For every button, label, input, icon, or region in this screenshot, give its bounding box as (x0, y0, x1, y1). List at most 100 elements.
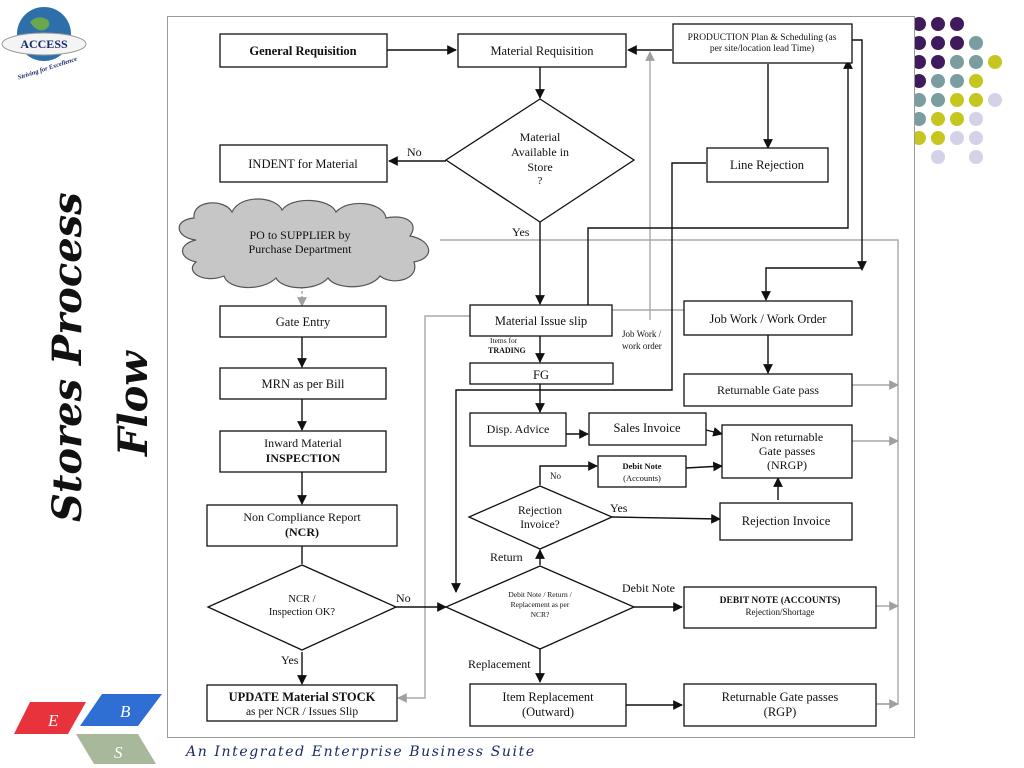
decorative-dot (969, 36, 983, 50)
debit-note-accounts-box (597, 455, 687, 488)
general-requisition-text: General Requisition (249, 44, 356, 58)
footer-tagline: An Integrated Enterprise Business Suite (186, 744, 536, 760)
decorative-dot (969, 55, 983, 69)
decorative-dot (912, 17, 926, 31)
decorative-dot (931, 74, 945, 88)
material-available-line-3: Store (527, 160, 552, 174)
label-job-work-1: Job Work / (622, 329, 662, 339)
nrgp-text-line-1: Non returnable (751, 430, 823, 444)
label-no-ncr: No (396, 591, 411, 605)
logo-name: ACCESS (20, 37, 68, 51)
decorative-dot (931, 36, 945, 50)
label-items-for: Items for (490, 336, 518, 345)
rejection-invoice-box (719, 502, 853, 541)
ebs-b-letter: B (120, 702, 131, 721)
returnable-gate-pass-text: Returnable Gate pass (717, 383, 819, 397)
label-replacement: Replacement (468, 657, 531, 671)
fg-text: FG (533, 368, 549, 382)
decorative-dot (950, 55, 964, 69)
update-stock-line-1: UPDATE Material STOCK (229, 690, 376, 704)
decorative-dot (931, 131, 945, 145)
ncr-inspection-decision (206, 564, 398, 651)
label-yes-ncr: Yes (281, 653, 299, 667)
decorative-dot (931, 17, 945, 31)
debit-note-accounts-big-box (683, 586, 877, 629)
decorative-dot (912, 131, 926, 145)
line-rejection-box (706, 147, 829, 183)
ncr-ok-line-2: Inspection OK? (269, 607, 336, 618)
mrn-text: MRN as per Bill (262, 377, 346, 391)
label-no-debit: No (550, 471, 561, 481)
material-issue-slip-text: Material Issue slip (495, 314, 587, 328)
nrgp-box (721, 424, 853, 479)
ncr-ok-line-1: NCR / (288, 594, 315, 605)
decorative-dot (950, 17, 964, 31)
decorative-dot (912, 112, 926, 126)
decorative-dot (931, 93, 945, 107)
decorative-dot (931, 112, 945, 126)
decorative-dot (969, 150, 983, 164)
gate-entry-text: Gate Entry (276, 315, 331, 329)
decorative-dot (969, 112, 983, 126)
cloud-text-line-2: Purchase Department (249, 242, 353, 256)
decorative-dot (950, 131, 964, 145)
label-job-work-2: work order (622, 341, 662, 351)
debit-return-line-3: NCR? (531, 610, 550, 619)
po-supplier-cloud: PO to SUPPLIER by Purchase Department (178, 198, 430, 289)
general-requisition-box (219, 33, 388, 68)
returnable-gate-pass-box (683, 373, 853, 407)
nrgp-text-line-2: Gate passes (759, 444, 816, 458)
job-work-order-text: Job Work / Work Order (710, 312, 828, 326)
ebs-s-letter: S (114, 743, 123, 762)
material-available-line-1: Material (520, 130, 561, 144)
inward-text-line-2: INSPECTION (266, 451, 341, 465)
disp-advice-box (469, 412, 567, 447)
debit-return-line-2: Replacement as per (511, 600, 570, 609)
disp-advice-text: Disp. Advice (487, 422, 550, 436)
rgp-line-1: Returnable Gate passes (722, 690, 839, 704)
decorative-dot (912, 74, 926, 88)
label-yes-available: Yes (512, 225, 530, 239)
update-stock-line-2: as per NCR / Issues Slip (246, 706, 358, 718)
ncr-text-line-1: Non Compliance Report (243, 510, 361, 524)
rgp-line-2: (RGP) (764, 705, 797, 719)
ebs-e-letter: E (47, 711, 59, 730)
mrn-box (219, 367, 387, 400)
decorative-dot (950, 93, 964, 107)
fg-box (469, 362, 614, 385)
label-yes-rejection: Yes (610, 501, 628, 515)
decorative-dot (950, 36, 964, 50)
ebs-b-tile (80, 694, 162, 726)
access-logo: ACCESS Striving for Excellence (1, 7, 87, 81)
debit-note-big-line-2: Rejection/Shortage (746, 607, 815, 617)
decorative-dot (931, 55, 945, 69)
debit-note-big-line-1: DEBIT NOTE (ACCOUNTS) (720, 595, 841, 606)
inward-text-line-1: Inward Material (264, 436, 342, 450)
material-issue-slip-box (469, 304, 613, 337)
decorative-dot (950, 74, 964, 88)
debit-return-decision (444, 565, 636, 650)
gate-entry-box (219, 305, 387, 338)
job-work-order-box (683, 300, 853, 336)
rejection-invoice-decision (467, 485, 614, 550)
material-available-line-2: Available in (511, 145, 569, 159)
decorative-dot (988, 93, 1002, 107)
decorative-dot (969, 131, 983, 145)
decorative-dot (988, 55, 1002, 69)
production-text-line-1: PRODUCTION Plan & Scheduling (as (688, 32, 837, 43)
item-replacement-line-1: Item Replacement (502, 690, 594, 704)
decorative-dot (969, 74, 983, 88)
material-available-line-4: ? (538, 175, 543, 187)
debit-note-accounts-line-1: Debit Note (623, 461, 662, 471)
ebs-e-tile (14, 702, 86, 734)
rejection-invoice-q-line-1: Rejection (518, 505, 562, 517)
decorative-dot (912, 55, 926, 69)
sales-invoice-text: Sales Invoice (614, 421, 681, 435)
label-no-indent: No (407, 145, 422, 159)
label-return: Return (490, 550, 523, 564)
indent-text: INDENT for Material (248, 157, 358, 171)
label-debit-note: Debit Note (622, 581, 675, 595)
sales-invoice-box (588, 412, 707, 446)
production-plan-box (672, 23, 853, 64)
